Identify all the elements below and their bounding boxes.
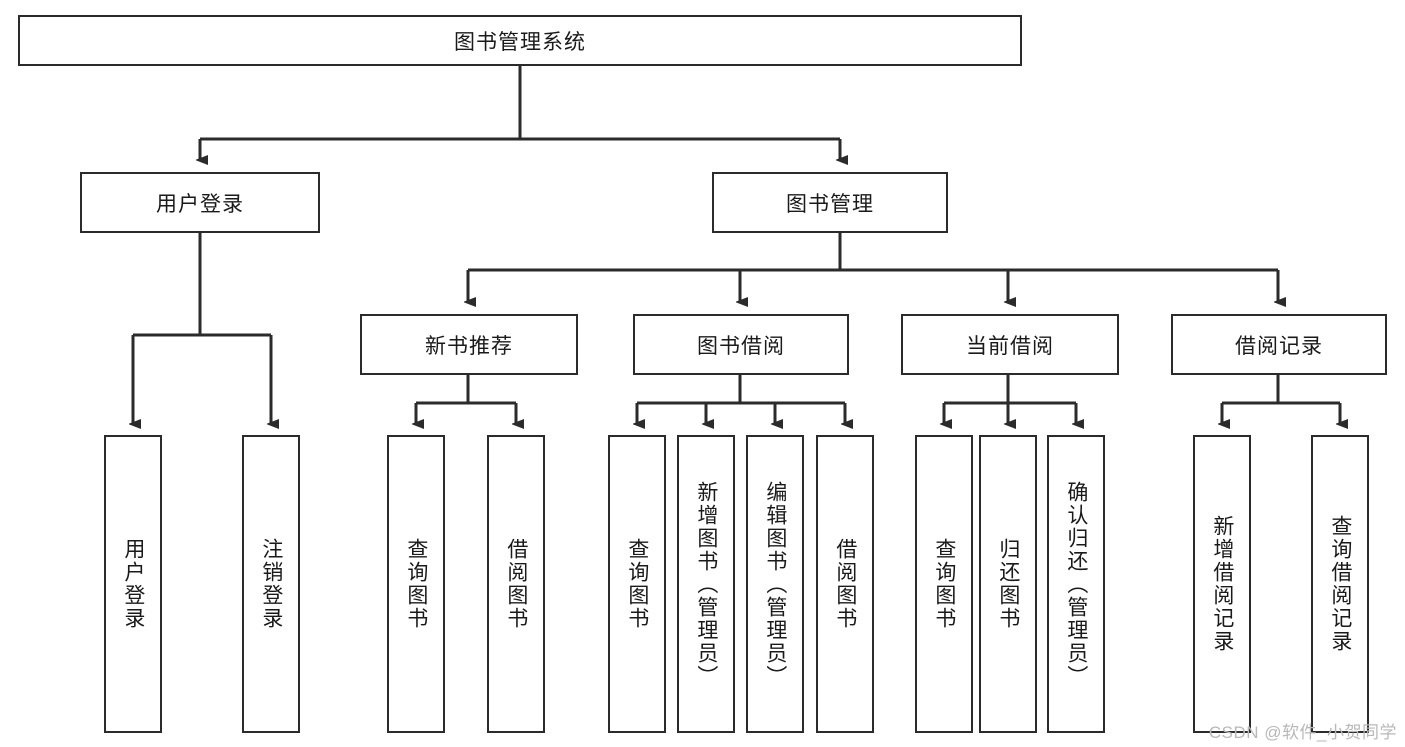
leaf-book-borrow-add[interactable]: 新增图书（管理员） (677, 435, 735, 733)
leaf-label: 新增图书（管理员） (694, 480, 718, 688)
leaf-book-borrow-lend[interactable]: 借阅图书 (816, 435, 874, 733)
leaf-label: 查询图书 (932, 538, 956, 630)
watermark-text: CSDN @软件_小贺同学 (1208, 723, 1397, 742)
node-new-book-recommend-label: 新书推荐 (425, 334, 513, 358)
node-book-management-label: 图书管理 (786, 192, 874, 216)
node-user-login-label: 用户登录 (156, 192, 244, 216)
leaf-label: 查询借阅记录 (1328, 515, 1352, 653)
leaf-label: 归还图书 (996, 538, 1020, 630)
leaf-new-book-query[interactable]: 查询图书 (387, 435, 445, 733)
leaf-label: 借阅图书 (504, 538, 528, 630)
leaf-label: 注销登录 (259, 538, 283, 630)
node-borrow-record[interactable]: 借阅记录 (1171, 314, 1387, 375)
node-book-borrow-label: 图书借阅 (697, 334, 785, 358)
leaf-label: 确认归还（管理员） (1064, 480, 1088, 688)
node-book-management[interactable]: 图书管理 (712, 172, 948, 233)
leaf-label: 查询图书 (625, 538, 649, 630)
node-root-label: 图书管理系统 (454, 30, 586, 54)
node-book-borrow[interactable]: 图书借阅 (633, 314, 849, 375)
node-current-borrow[interactable]: 当前借阅 (901, 314, 1119, 375)
leaf-user-login-login[interactable]: 用户登录 (104, 435, 162, 733)
leaf-borrow-record-query[interactable]: 查询借阅记录 (1311, 435, 1369, 733)
node-user-login[interactable]: 用户登录 (80, 172, 320, 233)
leaf-label: 查询图书 (404, 538, 428, 630)
node-root-system[interactable]: 图书管理系统 (18, 15, 1022, 66)
leaf-label: 编辑图书（管理员） (763, 480, 787, 688)
node-borrow-record-label: 借阅记录 (1235, 334, 1323, 358)
leaf-book-borrow-edit[interactable]: 编辑图书（管理员） (746, 435, 804, 733)
leaf-label: 借阅图书 (833, 538, 857, 630)
leaf-borrow-record-add[interactable]: 新增借阅记录 (1193, 435, 1251, 733)
leaf-label: 用户登录 (121, 538, 145, 630)
leaf-current-borrow-query[interactable]: 查询图书 (915, 435, 973, 733)
node-new-book-recommend[interactable]: 新书推荐 (360, 314, 578, 375)
leaf-user-login-logout[interactable]: 注销登录 (242, 435, 300, 733)
leaf-label: 新增借阅记录 (1210, 515, 1234, 653)
leaf-current-borrow-return[interactable]: 归还图书 (979, 435, 1037, 733)
node-current-borrow-label: 当前借阅 (966, 334, 1054, 358)
leaf-new-book-borrow[interactable]: 借阅图书 (487, 435, 545, 733)
leaf-book-borrow-query[interactable]: 查询图书 (608, 435, 666, 733)
leaf-current-borrow-confirm-return[interactable]: 确认归还（管理员） (1047, 435, 1105, 733)
